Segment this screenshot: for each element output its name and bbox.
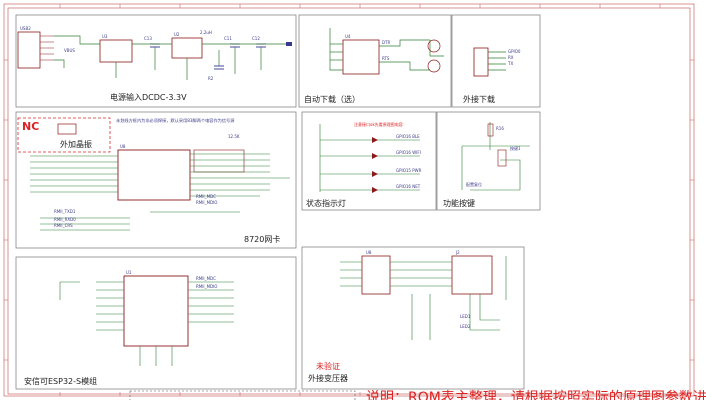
power-title: 电源输入DCDC-3.3V [110, 92, 187, 102]
esp32-title: 安信可ESP32-S模组 [24, 376, 97, 386]
svg-text:TX: TX [507, 61, 513, 66]
svg-text:U4: U4 [345, 34, 351, 39]
svg-text:按键1: 按键1 [510, 145, 521, 151]
eth-note: 未划线方框内为非必须焊接，默认采用83脚两个电容作为信号源 [116, 117, 235, 124]
svg-text:12.5K: 12.5K [228, 134, 240, 139]
svg-text:GPIO16 WIFI: GPIO16 WIFI [396, 150, 421, 155]
svg-text:USB2: USB2 [20, 26, 31, 31]
svg-text:GPIO0: GPIO0 [508, 49, 521, 54]
svg-text:RTS: RTS [382, 56, 390, 61]
func-key-block: R16 按键1 配置复位 功能按键 [436, 111, 541, 211]
ext-download-title: 外接下载 [463, 94, 495, 104]
svg-text:U8: U8 [120, 144, 126, 149]
svg-text:R2: R2 [208, 76, 214, 81]
status-led-block: 注意接口ok先看原理图电容 GPIO16 BLE GPIO16 WIFI GPIO… [301, 111, 437, 211]
svg-text:RMII_MDC: RMII_MDC [196, 276, 216, 281]
sheet-frame [3, 3, 695, 397]
crystal-label: 外加晶振 [60, 139, 92, 149]
svg-text:DTR: DTR [382, 40, 391, 45]
svg-text:GPIO16 NET: GPIO16 NET [396, 184, 421, 189]
func-key-title: 功能按键 [443, 198, 475, 208]
svg-text:C11: C11 [224, 36, 232, 41]
transformer-note: 未验证 [316, 361, 340, 371]
svg-text:U1: U1 [126, 270, 132, 275]
eth8720-title: 8720网卡 [244, 234, 280, 244]
svg-text:2.2uH: 2.2uH [200, 30, 212, 35]
svg-text:RMII_RXD0: RMII_RXD0 [54, 217, 76, 222]
bottom-dashed-box [129, 390, 356, 400]
svg-text:RMII_CRS: RMII_CRS [54, 223, 73, 228]
svg-text:U3: U3 [102, 34, 108, 39]
svg-text:RMII_TXD1: RMII_TXD1 [54, 209, 76, 214]
svg-text:U8: U8 [366, 250, 372, 255]
svg-text:配置复位: 配置复位 [466, 181, 482, 187]
bottom-note: 说明：ROM表主整理，请根据按照实际的原理图参数进行焊接 [366, 389, 706, 400]
svg-text:RX: RX [508, 55, 514, 60]
eth8720-block: NC 外加晶振 未划线方框内为非必须焊接，默认采用83脚两个电容作为信号源 U8… [15, 111, 297, 249]
svg-text:R16: R16 [496, 126, 504, 131]
svg-text:RMII_MDIO: RMII_MDIO [196, 284, 217, 289]
svg-text:LED1: LED1 [460, 314, 471, 319]
svg-text:LED2: LED2 [460, 324, 471, 329]
transformer-title: 外接变压器 [308, 373, 348, 383]
svg-text:GPIO15 PWR: GPIO15 PWR [396, 168, 422, 173]
svg-text:C13: C13 [144, 36, 152, 41]
status-led-title: 状态指示灯 [306, 198, 346, 208]
nc-label: NC [22, 120, 39, 133]
auto-download-title: 自动下载（选） [304, 94, 360, 104]
svg-text:VBUS: VBUS [64, 48, 75, 53]
svg-text:GPIO16 BLE: GPIO16 BLE [396, 134, 420, 139]
svg-text:RMII_MDIO: RMII_MDIO [196, 200, 217, 205]
frame-ticks [4, 4, 694, 396]
svg-text:J2: J2 [455, 250, 460, 255]
svg-text:RMII_MDC: RMII_MDC [196, 194, 216, 199]
status-led-note: 注意接口ok先看原理图电容 [354, 121, 403, 127]
svg-text:U2: U2 [174, 32, 180, 37]
svg-text:C12: C12 [252, 36, 260, 41]
